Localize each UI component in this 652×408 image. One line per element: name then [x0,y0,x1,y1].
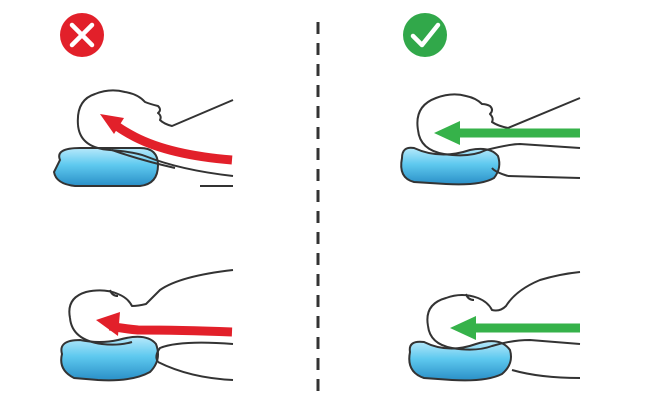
panel-bottom-left [60,269,234,382]
arrowhead [450,316,476,340]
sleeper-head-outline [426,271,581,327]
wrong-verdict-badge [60,13,104,57]
contour-pillow [400,146,501,186]
sleeper-head-outline [68,269,234,319]
arrowhead [434,121,460,145]
bent-spine-arrow [108,321,233,337]
contour-pillow [408,340,512,382]
panel-top-left [52,89,234,187]
sleeper-head-outline [416,93,581,131]
panel-top-right [400,93,581,186]
checkmark-icon [403,13,447,57]
sleeper-head-outline [76,89,234,127]
arrowhead [100,114,124,134]
right-verdict-badge [403,13,447,57]
arrowhead [96,312,120,336]
tall-pillow [60,335,159,382]
panel-bottom-right [408,271,581,382]
flat-pillow [52,147,160,187]
